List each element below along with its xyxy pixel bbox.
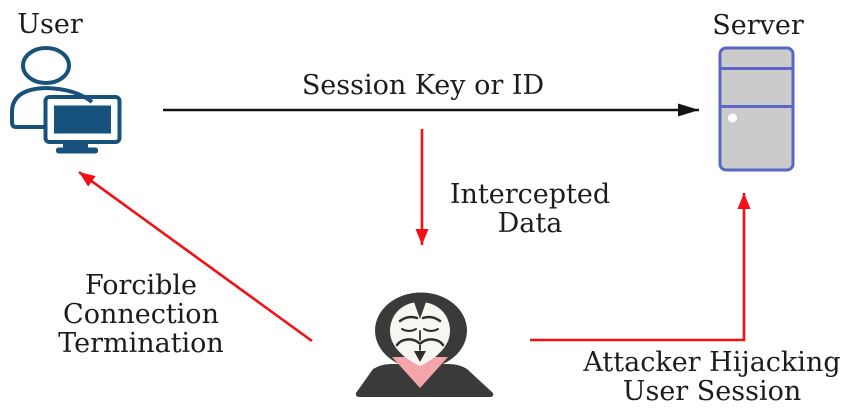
forcible-termination-label-line3: Termination	[58, 328, 224, 359]
forcible-termination-arrow	[78, 170, 313, 343]
hijack-session-label: Attacker Hijacking User Session	[583, 348, 840, 406]
session-key-label: Session Key or ID	[301, 70, 545, 101]
forcible-termination-label: Forcible Connection Termination	[58, 271, 224, 358]
forcible-termination-label-line2: Connection	[63, 299, 219, 330]
hijack-session-arrow	[530, 193, 751, 342]
hooded-hacker-mask-icon	[355, 292, 494, 397]
server-label: Server	[712, 10, 804, 41]
intercepted-data-label-line1: Intercepted	[449, 179, 611, 210]
person-at-monitor-icon	[10, 46, 122, 154]
user-label: User	[17, 9, 83, 40]
intercepted-data-label: Intercepted Data	[450, 180, 610, 238]
forcible-termination-label-line1: Forcible	[84, 270, 198, 301]
hijack-session-label-line1: Attacker Hijacking	[583, 347, 841, 378]
server-power-dot	[728, 113, 737, 123]
intercepted-data-label-line2: Data	[497, 208, 563, 239]
hijack-session-label-line2: User Session	[622, 376, 802, 407]
server-tower-icon	[718, 46, 795, 172]
